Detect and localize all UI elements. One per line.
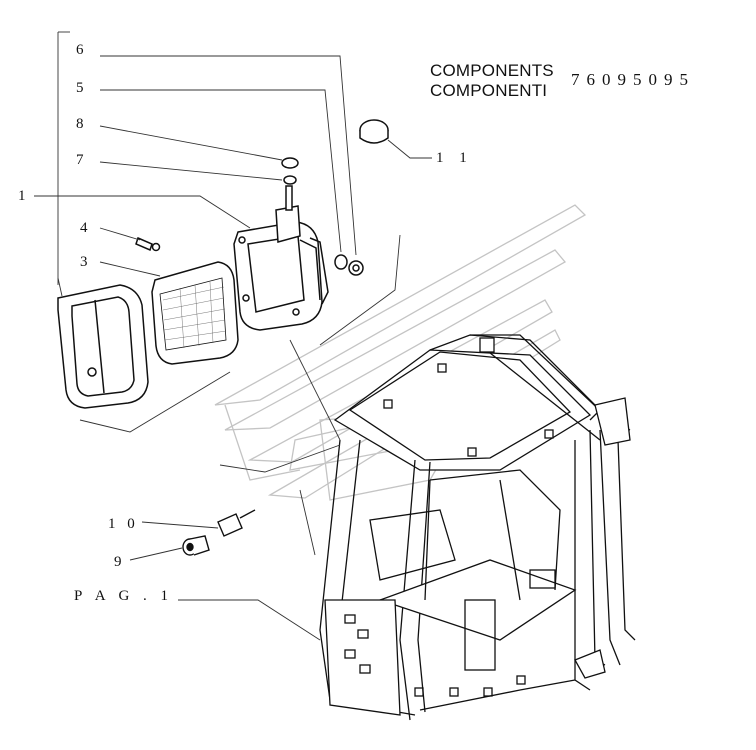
title-components: COMPONENTS (430, 61, 554, 80)
callout-10: 1 0 (108, 516, 139, 532)
leader-lines (34, 31, 432, 641)
callout-8: 8 (76, 116, 84, 132)
part-number: 76095095 (571, 70, 695, 89)
callout-pag-1: P A G . 1 (74, 588, 173, 604)
plug-9 (182, 535, 210, 556)
callout-6: 6 (76, 42, 84, 58)
callout-3: 3 (80, 254, 88, 270)
screw-4 (135, 236, 153, 252)
washer-5 (334, 254, 348, 270)
headlamp-lens (151, 261, 239, 365)
connector-10 (217, 509, 256, 537)
callout-9: 9 (114, 554, 122, 570)
cab-frame (319, 334, 636, 721)
headlamp-housing (233, 221, 323, 331)
callout-11: 1 1 (436, 150, 473, 166)
callout-5: 5 (76, 80, 84, 96)
callout-7: 7 (76, 152, 84, 168)
headlamp-assembly (57, 119, 389, 409)
washer-7 (283, 175, 297, 185)
callout-1: 1 (18, 188, 26, 204)
nut-8 (281, 157, 299, 169)
title-componenti: COMPONENTI (430, 81, 548, 100)
callout-4: 4 (80, 220, 88, 236)
